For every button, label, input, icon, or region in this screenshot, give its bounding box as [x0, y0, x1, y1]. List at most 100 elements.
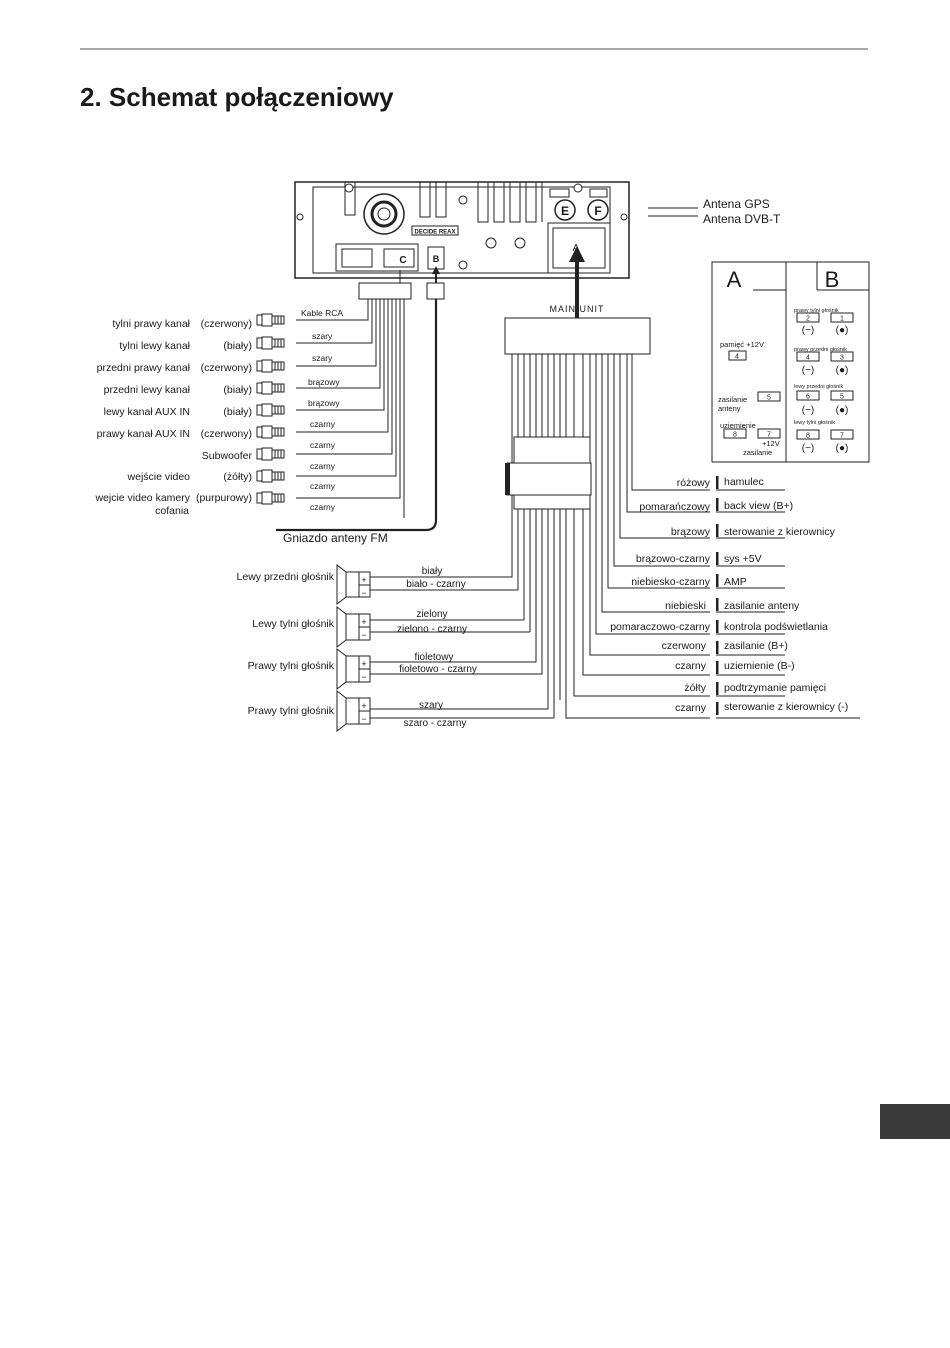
inline-connector: [513, 436, 591, 464]
speaker-wire-minus: szaro - czarny: [404, 718, 467, 729]
sign-minus: (−): [802, 443, 815, 454]
pin-number: 5: [840, 394, 844, 401]
b-group-label: lewy tylni głośnik: [794, 420, 835, 426]
wire-function: hamulec: [724, 476, 764, 488]
wire-color: żółty: [684, 682, 706, 694]
sign-minus: (−): [802, 405, 815, 416]
rca-color: (biały): [223, 406, 252, 418]
antenna-jack-f: [587, 199, 609, 221]
rca-name: lewy kanał AUX IN: [104, 406, 190, 418]
minus-sign: −: [361, 672, 366, 682]
pin-number: 3: [840, 355, 844, 362]
speaker-wire-plus: fioletowy: [415, 652, 454, 663]
rca-color: (żółty): [223, 471, 252, 483]
rca-plug: [358, 282, 412, 300]
speaker-wire-plus: szary: [419, 700, 443, 711]
kable-rca-label: Kable RCA: [301, 308, 343, 318]
section-title: 2. Schemat połączeniowy: [80, 82, 394, 112]
wire-function: zasilanie anteny: [724, 600, 800, 612]
rca-name: tylni lewy kanał: [119, 340, 190, 352]
rca-color: (biały): [223, 384, 252, 396]
wire-function: zasilanie (B+): [724, 640, 788, 652]
antenna-gps-label: Antena GPS: [703, 197, 770, 211]
rca-plug-icons: [256, 313, 285, 505]
rca-wire-color: czarny: [310, 419, 336, 429]
label-b: B: [433, 254, 440, 264]
rca-name: wejcie video kamery: [94, 492, 190, 504]
minus-sign: −: [361, 714, 366, 724]
sign-plus: (●): [836, 405, 849, 416]
label-e: E: [561, 204, 569, 218]
pin-number: 2: [806, 316, 810, 323]
wire-color: brązowo-czarny: [636, 553, 711, 565]
label-f: F: [594, 204, 601, 218]
rca-color: (czerwony): [201, 318, 252, 330]
rca-name: cofania: [155, 505, 189, 517]
rca-color: (czerwony): [201, 362, 252, 374]
speaker-wire-minus: biało - czarny: [406, 579, 465, 590]
plus-sign: +: [361, 659, 366, 669]
sign-plus: (●): [836, 325, 849, 336]
rca-name: tylni prawy kanał: [112, 318, 190, 330]
speaker-name: Lewy przedni głośnik: [237, 571, 335, 583]
pin-number: 4: [735, 354, 739, 361]
speaker-wire-plus: biały: [422, 566, 443, 577]
wire-color: brązowy: [671, 526, 711, 538]
wire-function: sys +5V: [724, 553, 762, 565]
speaker-name: Prawy tylni głośnik: [248, 705, 335, 717]
rca-wire-color: czarny: [310, 502, 336, 512]
rca-wires: [296, 299, 405, 518]
pin-number: 8: [733, 432, 737, 439]
pin-table: A B pamięć +12V 4 zasilanie anteny 5 uzi…: [711, 261, 870, 463]
minus-sign: −: [361, 630, 366, 640]
antenna-jack-e: [554, 199, 576, 221]
speaker-wire-minus: fioletowo - czarny: [399, 664, 477, 675]
pin-number: 4: [806, 355, 810, 362]
rca-wire-color: brązowy: [308, 398, 340, 408]
harness-labels: różowy hamulec pomarańczowy back view (B…: [610, 476, 860, 719]
rca-name: Subwoofer: [202, 450, 253, 462]
wire-function: uziemienie (B-): [724, 660, 795, 672]
rca-name: przedni prawy kanał: [97, 362, 191, 374]
speaker-name: Prawy tylni głośnik: [248, 660, 335, 672]
pin-table-head-a: A: [727, 267, 742, 292]
speaker-name: Lewy tylni głośnik: [252, 618, 334, 630]
wire-function: AMP: [724, 576, 747, 588]
antenna-dvbt-label: Antena DVB-T: [703, 212, 781, 226]
pin-label: pamięć +12V: [720, 340, 764, 349]
wire-color: pomarańczowy: [639, 501, 710, 513]
rca-name: prawy kanał AUX IN: [97, 428, 190, 440]
wire-color: czerwony: [662, 640, 707, 652]
plus-sign: +: [361, 617, 366, 627]
sign-plus: (●): [836, 443, 849, 454]
speaker-wire-plus: zielony: [416, 609, 447, 620]
sign-minus: (−): [802, 365, 815, 376]
wire-color: czarny: [675, 660, 707, 672]
brand-plate: DECIDE REAX: [414, 230, 455, 236]
rca-wire-color: czarny: [310, 461, 336, 471]
speaker-wire-minus: zielono - czarny: [397, 624, 467, 635]
b-group-label: prawy przedni głośnik: [794, 347, 847, 353]
main-harness-plug: [504, 317, 651, 355]
plus-sign: +: [361, 701, 366, 711]
page-edge-tab: [880, 1104, 950, 1139]
pin-number: 7: [840, 433, 844, 440]
rca-color: (biały): [223, 340, 252, 352]
plus-sign: +: [361, 575, 366, 585]
wire-function: sterowanie z kierownicy: [724, 526, 836, 538]
pin-label: anteny: [718, 404, 741, 413]
pin-label: zasilanie: [718, 395, 747, 404]
sign-minus: (−): [802, 325, 815, 336]
pin-number: 5: [767, 395, 771, 402]
pin-label: zasilanie: [743, 448, 772, 457]
wire-function: podtrzymanie pamięci: [724, 682, 826, 694]
minus-sign: −: [361, 588, 366, 598]
wire-function: back view (B+): [724, 500, 793, 512]
wire-color: pomaraczowo-czarny: [610, 621, 711, 633]
wire-color: czarny: [675, 702, 707, 714]
label-c: C: [399, 255, 406, 266]
wire-function: kontrola podświetlania: [724, 621, 828, 633]
pin-table-head-b: B: [825, 267, 840, 292]
harness-wires-left: [511, 354, 561, 718]
wire-function: sterowanie z kierownicy (-): [724, 701, 848, 713]
